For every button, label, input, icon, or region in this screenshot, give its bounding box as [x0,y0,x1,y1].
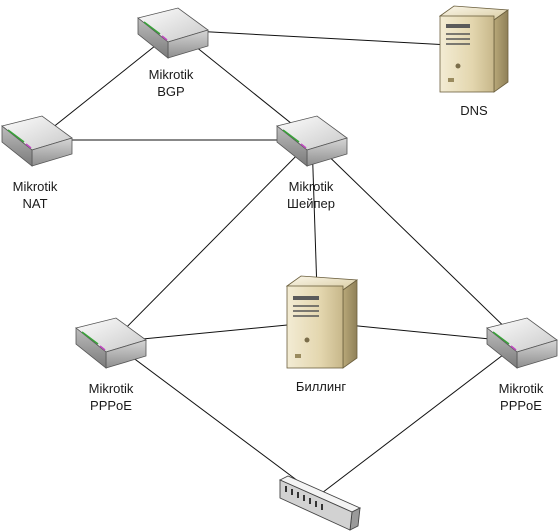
link-pppoe_left-switch [111,341,319,497]
label-nat-line2: NAT [22,196,48,211]
label-shaper: Mikrotik Шейпер [256,178,366,212]
switch-icon [278,475,362,531]
router-nat-icon [1,115,73,167]
server-dns-icon [438,5,510,93]
server-billing-icon [285,275,359,369]
label-pppoe-right: Mikrotik PPPoE [466,380,559,414]
links-layer [36,29,521,497]
label-shaper-line2: Шейпер [287,196,335,211]
link-bgp-nat [36,29,176,141]
label-nat: Mikrotik NAT [0,178,90,212]
link-pppoe_left-billing [111,321,319,343]
label-pppoe-left-line2: PPPoE [90,398,132,413]
router-shaper-icon [276,115,348,167]
link-shaper-pppoe_left [111,139,313,343]
label-billing: Биллинг [266,378,376,395]
label-bgp: Mikrotik BGP [116,66,226,100]
router-pppoe-left-icon [75,317,147,369]
link-shaper-pppoe_right [311,139,521,343]
label-shaper-line1: Mikrotik [288,179,334,194]
link-bgp-dns [174,29,469,47]
label-pppoe-right-line1: Mikrotik [498,381,544,396]
link-pppoe_right-switch [317,341,521,497]
label-dns: DNS [419,102,529,119]
label-billing-line1: Биллинг [295,379,347,394]
label-pppoe-left: Mikrotik PPPoE [56,380,166,414]
router-bgp-icon [137,7,209,59]
label-pppoe-left-line1: Mikrotik [88,381,134,396]
label-dns-line1: DNS [460,103,488,118]
label-bgp-line1: Mikrotik [148,67,194,82]
label-bgp-line2: BGP [157,84,185,99]
label-pppoe-right-line2: PPPoE [500,398,542,413]
router-pppoe-right-icon [486,317,558,369]
label-nat-line1: Mikrotik [12,179,58,194]
